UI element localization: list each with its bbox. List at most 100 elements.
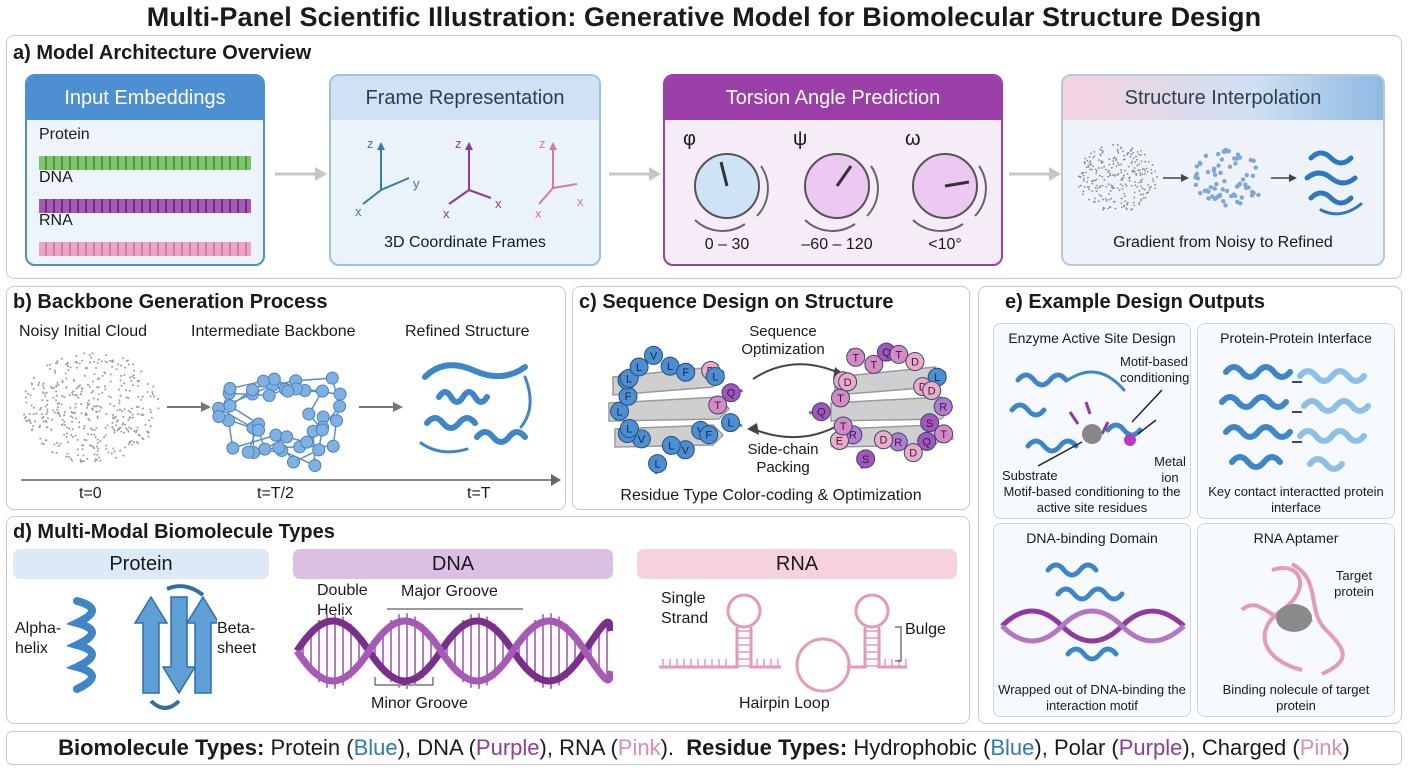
structure-interpolation-card: Structure Interpolation Gradient from No… (1061, 74, 1385, 266)
svg-text:L: L (616, 406, 622, 418)
svg-text:D: D (928, 386, 936, 398)
refined-structure (419, 362, 532, 454)
substrate-shape (1082, 424, 1102, 444)
enzyme-card: Enzyme Active Site Design Motif-based co… (993, 323, 1191, 519)
time-half-label: t=T/2 (257, 485, 294, 502)
double-helix-label: Double Helix (317, 582, 368, 619)
svg-text:L: L (626, 424, 632, 436)
enzyme-card-title: Enzyme Active Site Design (1008, 330, 1176, 346)
torsion-dials (694, 153, 987, 232)
panel-a: a) Model Architecture Overview Input Emb… (6, 35, 1402, 279)
svg-text:R: R (939, 402, 947, 414)
svg-text:F: F (682, 367, 689, 379)
noisy-cloud-points (23, 352, 160, 463)
panel-c: c) Sequence Design on Structure LVFVLLVI… (572, 286, 970, 510)
side-chain-packing-label: Side-chain Packing (747, 441, 819, 476)
minor-groove-label: Minor Groove (371, 695, 468, 712)
target-protein-shape (1276, 604, 1312, 632)
svg-text:Q: Q (882, 347, 891, 359)
alpha-helix-shape (67, 597, 96, 693)
ppi-card-title: Protein-Protein Interface (1220, 330, 1372, 346)
time-t-label: t=T (467, 485, 491, 502)
legend-purple: Purple (475, 735, 540, 760)
svg-text:Q: Q (727, 388, 736, 400)
svg-text:S: S (926, 418, 933, 430)
svg-text:T: T (895, 349, 902, 361)
dna-double-helix (294, 608, 613, 689)
svg-text:z: z (539, 136, 546, 151)
dna-band: DNA (293, 549, 613, 579)
svg-text:L: L (668, 440, 674, 452)
svg-text:L: L (712, 371, 718, 383)
svg-text:x: x (495, 196, 502, 211)
substrate-label: Substrate (1002, 468, 1058, 483)
svg-text:D: D (880, 435, 888, 447)
arrow-a3 (1009, 167, 1061, 181)
svg-text:L: L (667, 361, 673, 373)
legend-charged: Charged (1201, 735, 1287, 760)
legend-pink: Pink (617, 735, 661, 760)
hairpin-loop-label: Hairpin Loop (739, 695, 830, 712)
rna-aptamer-card: RNA Aptamer Target protein Binding nolec… (1197, 523, 1395, 717)
frame-pink: zxx (535, 136, 584, 220)
ppi-caption: Key contact interactted protein interfac… (1208, 484, 1384, 515)
metal-ion-label: Metal ion (1154, 454, 1186, 485)
legend-blue: Blue (353, 735, 398, 760)
embedding-strips (39, 156, 251, 256)
svg-text:y: y (413, 176, 420, 191)
protein-strip (39, 156, 251, 170)
psi-label: ψ (793, 128, 808, 150)
dna-binding-caption: Wrapped out of DNA-binding the interacti… (998, 682, 1186, 713)
dna-row-label: DNA (39, 169, 73, 186)
stage-noisy-label: Noisy Initial Cloud (19, 323, 148, 340)
sequence-optimization-arrow (752, 363, 840, 380)
time-0-label: t=0 (79, 485, 102, 502)
intermediate-backbone (212, 371, 347, 473)
svg-text:x: x (535, 206, 542, 220)
legend-bio-label: Biomolecule Types: (58, 735, 265, 760)
svg-text:L: L (636, 362, 642, 374)
rna-band: RNA (637, 549, 957, 579)
legend-protein: Protein (270, 735, 341, 760)
svg-text:L: L (934, 372, 940, 384)
refined-backbone (1304, 150, 1363, 216)
beta-sheet-shape (133, 584, 217, 710)
figure-title: Multi-Panel Scientific Illustration: Gen… (146, 2, 1262, 32)
svg-text:x: x (355, 204, 362, 219)
svg-text:F: F (625, 391, 632, 403)
rna-aptamer-drawing (1240, 562, 1345, 676)
stage-refined-label: Refined Structure (405, 323, 530, 340)
svg-text:L: L (727, 418, 733, 430)
psi-dial (804, 153, 879, 232)
dna-strip (39, 199, 251, 213)
frame-caption: 3D Coordinate Frames (384, 234, 546, 251)
svg-text:D: D (911, 357, 919, 369)
left-residues: LVFVLLVILLFILLVLFDLQT (610, 345, 743, 475)
arrow-a2 (609, 167, 661, 181)
svg-text:Q: Q (922, 436, 931, 448)
alpha-helix-label: Alpha-helix (15, 620, 62, 657)
panel-d: d) Multi-Modal Biomolecule Types Protein… (6, 516, 970, 724)
legend-dna: DNA (417, 735, 463, 760)
enzyme-drawing (1009, 370, 1163, 467)
right-residues: STQDRDSRETQTKDTTQTDLDDR (808, 342, 955, 470)
legend-pink-2: Pink (1299, 735, 1343, 760)
arrow-a1 (275, 167, 327, 181)
svg-text:D: D (844, 377, 852, 389)
beta-sheet-label: Beta-sheet (217, 620, 257, 657)
frame-purple: zxx (443, 136, 502, 220)
interpolation-sequence (1077, 143, 1363, 216)
dna-binding-card: DNA-binding Domain Wrapped out of DNA-bi… (993, 523, 1191, 717)
phi-label: φ (683, 128, 696, 150)
protein-band: Protein (13, 549, 269, 579)
frame-representation-header: Frame Representation (331, 76, 599, 120)
ppi-card: Protein-Protein Interface Key contact in… (1197, 323, 1395, 519)
svg-text:D: D (909, 448, 917, 460)
omega-range: <10° (928, 236, 962, 253)
rna-aptamer-caption: Binding nolecule of target protein (1222, 682, 1370, 713)
stage-intermediate-label: Intermediate Backbone (191, 323, 356, 340)
legend-rna: RNA (559, 735, 605, 760)
phi-dial (694, 153, 769, 232)
svg-text:z: z (367, 136, 374, 151)
dna-binding-drawing (1000, 562, 1186, 662)
